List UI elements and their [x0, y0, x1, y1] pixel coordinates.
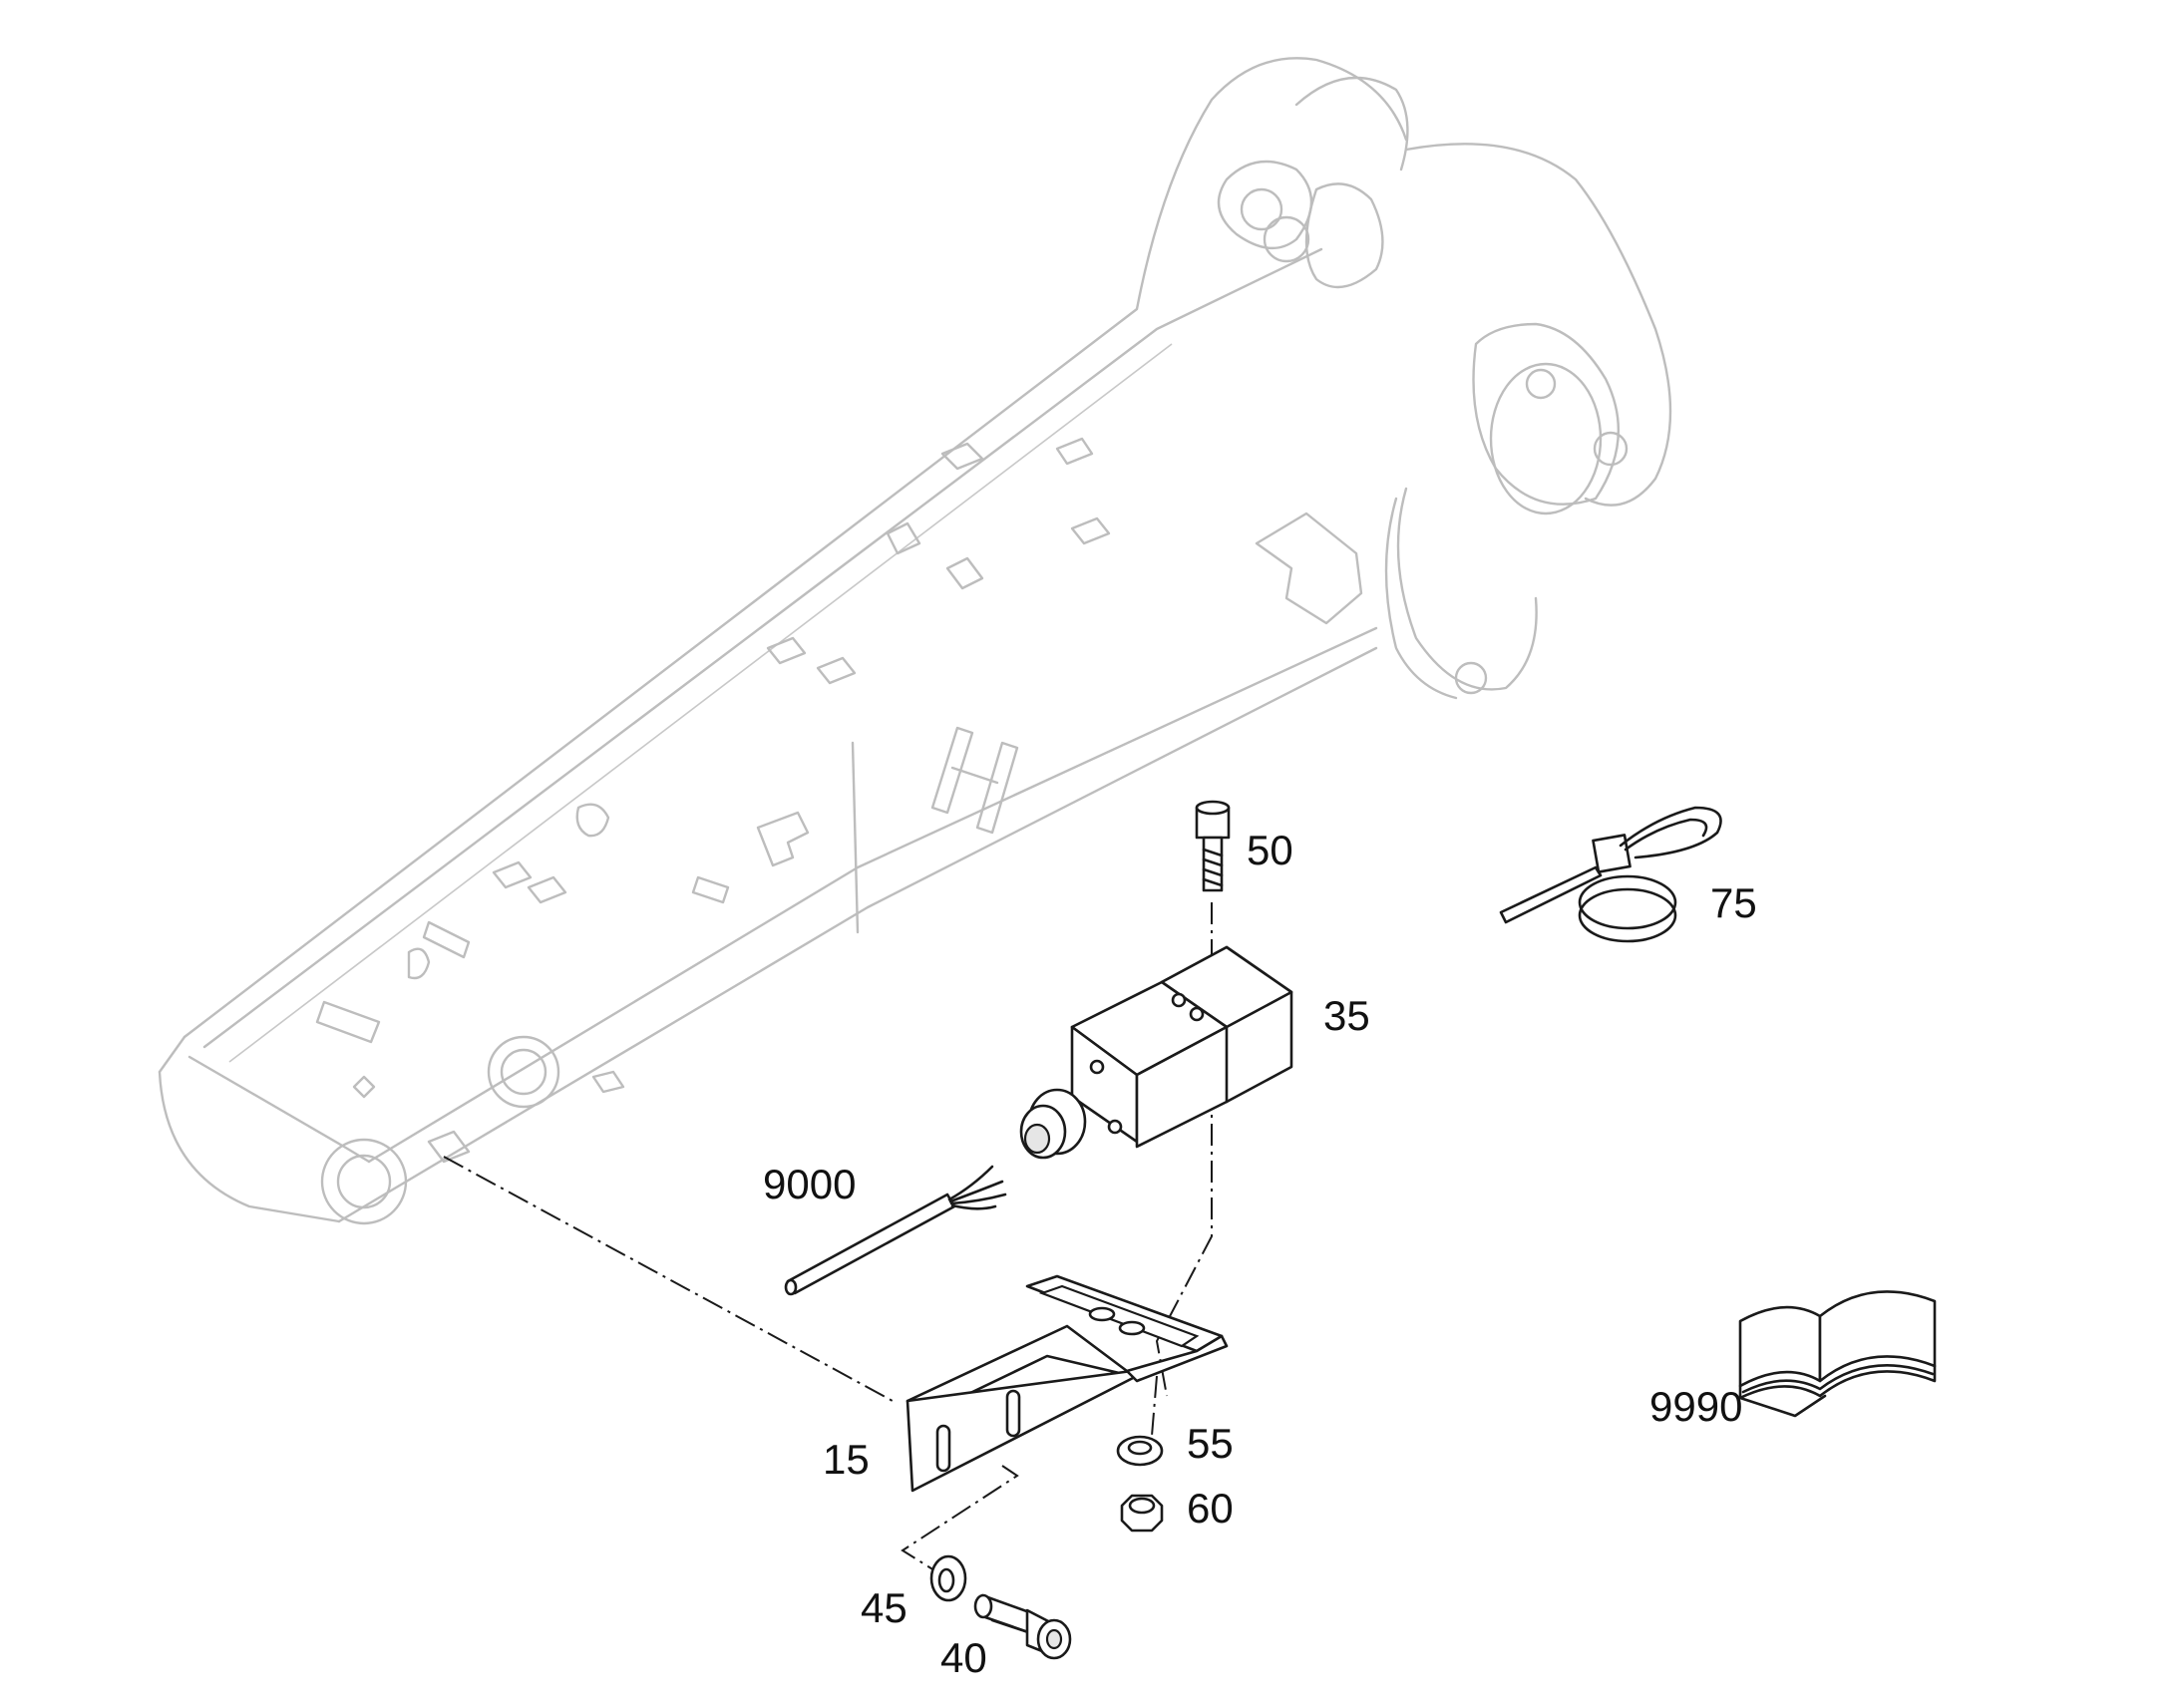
- cap-screw-40: [973, 1593, 1072, 1660]
- nut-60: [1120, 1494, 1164, 1533]
- callout-55: 55: [1187, 1420, 1234, 1467]
- callout-75: 75: [1710, 879, 1757, 926]
- boom-arm-outline: [158, 57, 1672, 1225]
- cable-tie-75: [1499, 806, 1722, 943]
- callout-35: 35: [1323, 992, 1370, 1039]
- cable-9000: [784, 1165, 1007, 1296]
- callout-60: 60: [1187, 1485, 1234, 1532]
- callout-40: 40: [940, 1634, 987, 1681]
- callout-45: 45: [861, 1584, 908, 1631]
- manual-book-icon: [1738, 1290, 1937, 1418]
- washer-55: [1116, 1435, 1164, 1467]
- callout-9990: 9990: [1649, 1383, 1742, 1430]
- washer-45: [929, 1554, 967, 1602]
- callout-50: 50: [1247, 827, 1293, 873]
- callout-9000: 9000: [763, 1161, 856, 1207]
- limit-switch-35: [1019, 945, 1293, 1160]
- callout-15: 15: [823, 1436, 870, 1483]
- mounting-bracket-15: [906, 1274, 1229, 1493]
- cap-screw-50: [1195, 800, 1231, 892]
